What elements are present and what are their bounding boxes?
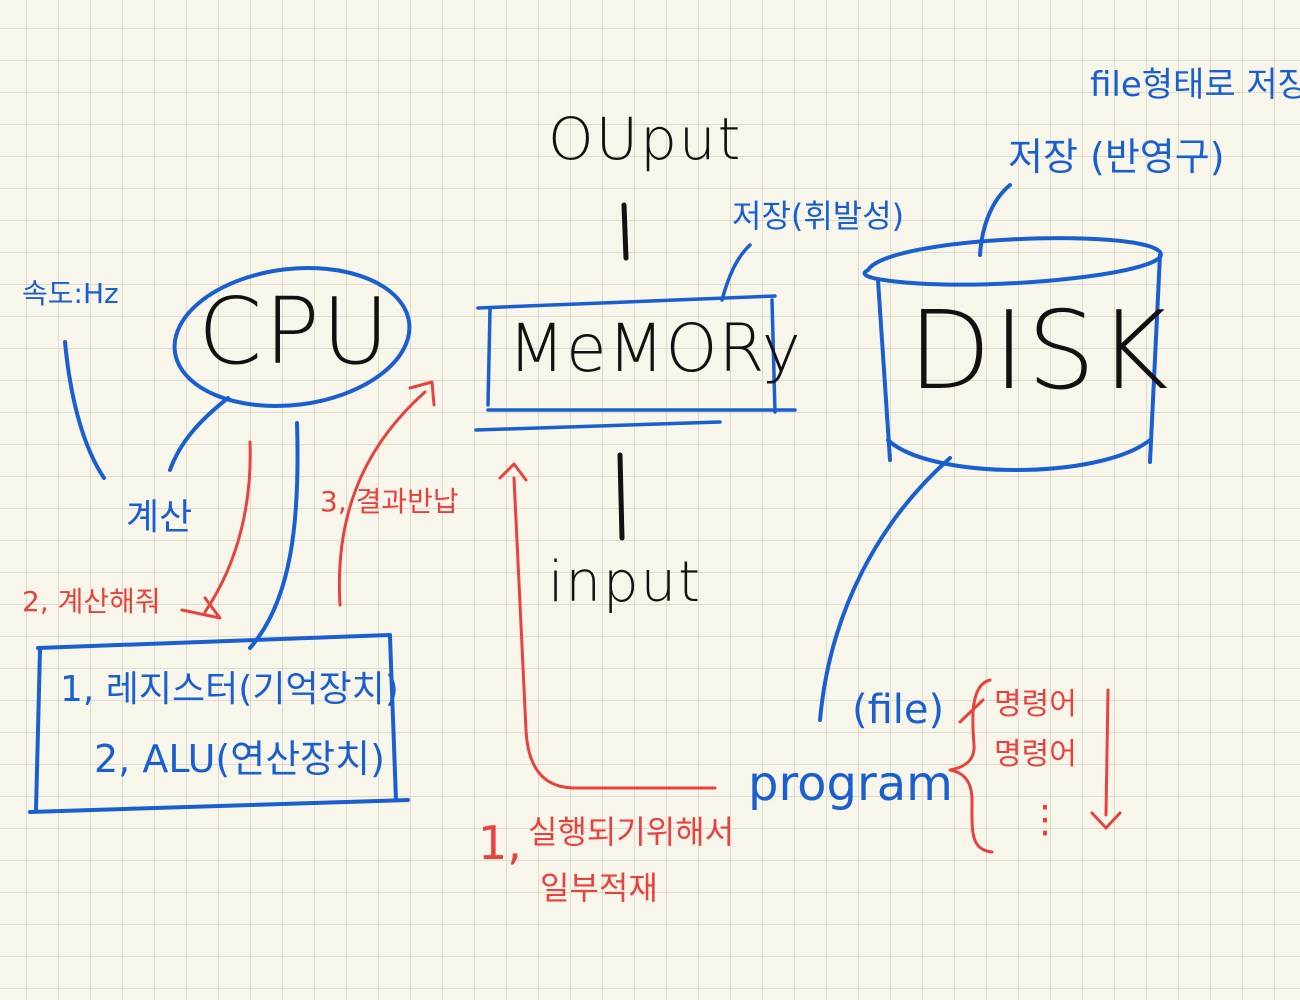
output-label: OUput [548,105,743,173]
memory-store-note: 저장(휘발성) [732,197,905,235]
disk-store-pointer [978,183,1012,257]
output-connector-line [621,202,629,261]
memory-label: MeMORy [508,310,802,387]
input-connector-line [617,452,625,541]
compute-note: 계산 [126,497,193,538]
file-label: (file) [852,687,945,733]
cpu-speed-pointer [63,340,106,480]
instructions-order-arrowhead [1090,811,1122,830]
instruction-ellipsis: ⋮ [1026,797,1064,841]
compute-request-label: 2, 계산해줘 [22,585,161,618]
compute-request-arrowhead [180,596,222,620]
cpu-speed-note: 속도:Hz [22,277,119,310]
load-step-number: 1, [478,816,522,870]
cpu-to-register-line [248,421,300,650]
instructions-brace [948,678,994,854]
disk-cylinder [862,236,1163,472]
load-step-line2: 일부적재 [540,869,658,907]
register-label: 1, 레지스터(기억장치) [60,669,399,710]
input-label: input [548,550,703,615]
disk-label: DISK [908,289,1171,414]
result-return-arrowhead [408,380,436,407]
instruction-2: 명령어 [994,737,1077,772]
memory-store-pointer [720,243,752,302]
alu-label: 2, ALU(연산장치) [94,737,385,781]
result-return-label: 3, 결과반납 [320,485,459,518]
cpu-label: CPU [198,278,392,385]
result-return-arrow [337,390,427,607]
instruction-1: 명령어 [994,687,1077,722]
program-load-arrowhead [498,462,528,482]
file-pointer [958,698,985,724]
program-load-arrow [512,476,717,790]
disk-store-note: 저장 (반영구) [1008,135,1225,179]
compute-request-arrow [203,440,252,614]
cpu-ellipse [172,265,412,409]
file-form-note: file형태로 저장 [1090,65,1300,105]
program-label: program [748,756,953,812]
memory-box [474,294,797,432]
load-step-line1: 실행되기위해서 [528,813,735,851]
compute-pointer [168,396,230,472]
disk-to-program-line [818,456,952,722]
register-box [28,633,410,814]
instructions-order-arrow [1104,688,1110,817]
